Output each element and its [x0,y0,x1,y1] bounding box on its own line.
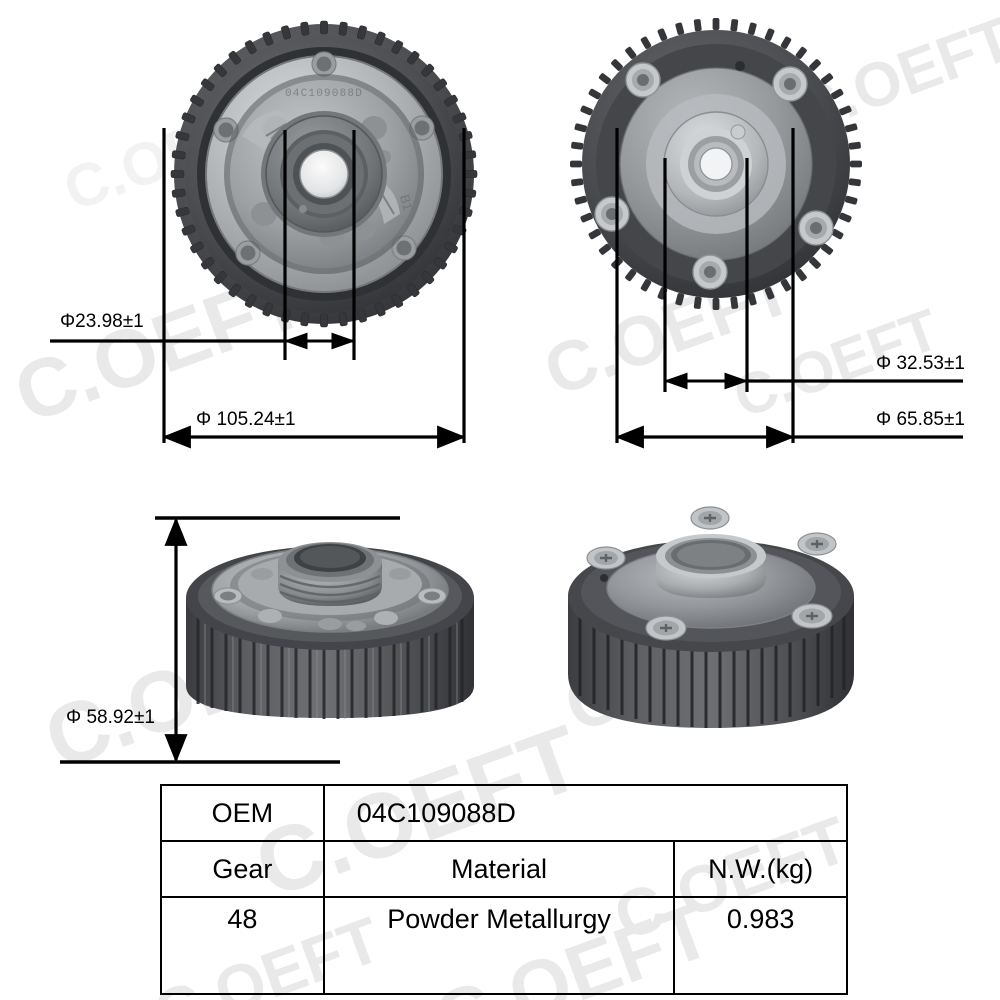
stamped-part-number: 04C109088D [285,88,363,100]
dimension-label-hub-inner: Φ 32.53±1 [876,353,965,374]
table-row: Gear Material N.W.(kg) [160,840,848,898]
table-cell-gear-value: 48 [160,896,325,995]
table-cell-material-label: Material [322,840,676,898]
table-cell-weight-value: 0.983 [673,896,848,995]
product-photo-front-view: 04C109088D [168,18,480,330]
table-row: OEM 04C109088D [160,784,849,842]
dimension-label-bore: Φ23.98±1 [60,311,144,332]
table-cell-material-value: Powder Metallurgy [322,896,676,995]
dimension-label-height: Φ 58.92±1 [66,707,155,728]
table-cell-oem-label: OEM [160,784,325,842]
table-row: 48 Powder Metallurgy 0.983 [160,896,848,995]
product-photo-side-rear-view [556,478,866,764]
table-cell-gear-label: Gear [160,840,325,898]
dimension-label-outer: Φ 105.24±1 [196,409,296,430]
product-photo-side-front-view [170,478,490,758]
dimension-label-hub-outer: Φ 65.85±1 [876,409,965,430]
svg-text:B1: B1 [397,193,416,212]
table-cell-oem-value: 04C109088D [322,784,849,842]
specification-table: OEM 04C109088D Gear Material N.W.(kg) 48… [160,784,849,995]
torx-bolt [594,62,834,290]
product-photo-rear-view [568,14,864,314]
bolt [586,506,837,641]
table-cell-weight-label: N.W.(kg) [673,840,848,898]
